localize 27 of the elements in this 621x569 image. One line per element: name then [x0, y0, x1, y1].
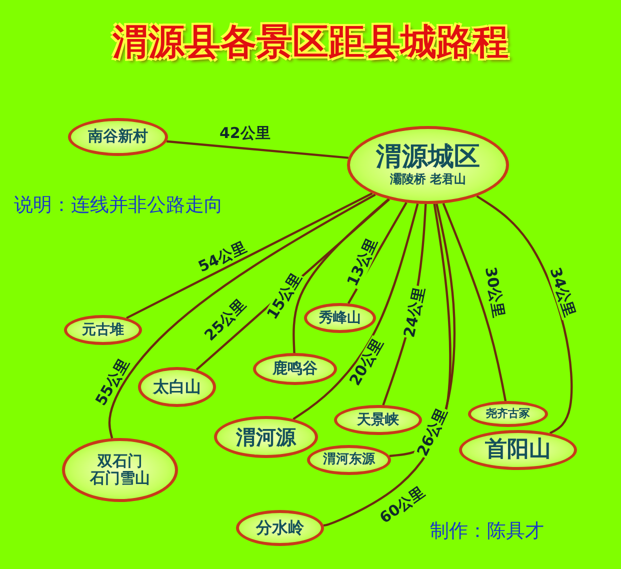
place-ellipse — [253, 353, 337, 385]
place-ellipse — [214, 416, 318, 458]
place-name: 渭河源 — [236, 426, 296, 448]
place-name: 渭源城区 — [376, 143, 480, 172]
note-text: 制作：陈具才 — [430, 519, 544, 544]
title: 渭源县各景区距县城路程 — [111, 20, 510, 65]
place-name: 首阳山 — [485, 437, 551, 463]
place-name: 鹿鸣谷 — [272, 360, 318, 378]
place-name: 分水岭 — [256, 518, 304, 538]
connector-line — [108, 194, 376, 439]
place-name: 南谷新村 — [88, 128, 148, 146]
distance-label: 42公里 — [218, 124, 272, 141]
place-name: 天景峡 — [357, 412, 399, 428]
place-name: 元古堆 — [82, 322, 124, 338]
connector-line — [292, 198, 390, 354]
place-ellipse — [304, 303, 376, 333]
place-name: 双石门 — [98, 452, 142, 470]
place-name: 太白山 — [153, 378, 201, 396]
connector-line — [442, 202, 507, 402]
place-subtitle: 灞陵桥 老君山 — [390, 173, 466, 187]
place-name: 尧齐古冢 — [486, 408, 530, 420]
note-text: 说明：连线并非公路走向 — [14, 193, 223, 218]
place-name: 秀峰山 — [319, 310, 361, 326]
connector-line — [166, 140, 348, 159]
place-subtitle: 石门雪山 — [90, 470, 150, 488]
place-name: 渭河东源 — [323, 452, 375, 468]
place-ellipse — [307, 445, 391, 475]
